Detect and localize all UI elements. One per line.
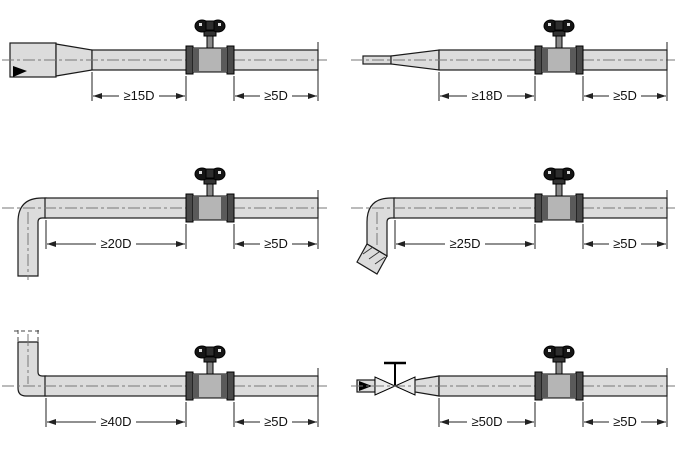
diagram-riser-elbow-inlet: ≥40D ≥5D [2, 330, 327, 429]
figure-flowmeter-installation: ≥15D ≥5D ≥18D [0, 0, 675, 438]
dimensions: ≥20D ≥5D [45, 190, 319, 251]
flowmeter-icon [534, 19, 584, 75]
diagram-double-elbow-inlet: ≥25D ≥5D [351, 167, 675, 275]
diagram-valve-inlet: ≥50D ≥5D [351, 345, 675, 429]
dimensions: ≥18D ≥5D [438, 42, 668, 103]
gate-valve-symbol [374, 361, 416, 396]
panel-double-elbow-inlet: ≥25D ≥5D [337, 132, 675, 302]
diagram-single-elbow-inlet: ≥20D ≥5D [2, 167, 327, 280]
dimensions: ≥15D ≥5D [91, 42, 319, 103]
downstream-dimension-label: ≥5D [264, 236, 288, 251]
downstream-dimension-label: ≥5D [264, 88, 288, 103]
downstream-dimension-label: ≥5D [613, 236, 637, 251]
flowmeter-icon [185, 19, 235, 75]
panel-reducer-inlet: ≥15D ≥5D [0, 0, 337, 132]
flowmeter-icon [185, 345, 235, 401]
pipe-assembly [356, 361, 668, 397]
downstream-dimension-label: ≥5D [613, 88, 637, 103]
flow-direction-arrow [13, 66, 27, 77]
upstream-dimension-label: ≥25D [450, 236, 481, 251]
upstream-dimension-label: ≥20D [101, 236, 132, 251]
downstream-dimension-label: ≥5D [264, 414, 288, 429]
flowmeter-icon [185, 167, 235, 223]
panel-riser-elbow-inlet: ≥40D ≥5D [0, 302, 337, 438]
dimensions: ≥25D ≥5D [394, 190, 668, 251]
diagram-expander-inlet: ≥18D ≥5D [351, 19, 675, 103]
flowmeter-icon [534, 167, 584, 223]
flowmeter-icon [534, 345, 584, 401]
panel-expander-inlet: ≥18D ≥5D [337, 0, 675, 132]
diagram-reducer-inlet: ≥15D ≥5D [2, 19, 327, 103]
upstream-dimension-label: ≥15D [124, 88, 155, 103]
panel-single-elbow-inlet: ≥20D ≥5D [0, 132, 337, 302]
flow-direction-arrow [359, 381, 372, 391]
panel-valve-inlet: ≥50D ≥5D [337, 302, 675, 438]
upstream-dimension-label: ≥50D [472, 414, 503, 429]
dimensions: ≥40D ≥5D [45, 368, 319, 429]
downstream-dimension-label: ≥5D [613, 414, 637, 429]
dimensions: ≥50D ≥5D [438, 368, 668, 429]
upstream-dimension-label: ≥40D [101, 414, 132, 429]
upstream-dimension-label: ≥18D [472, 88, 503, 103]
